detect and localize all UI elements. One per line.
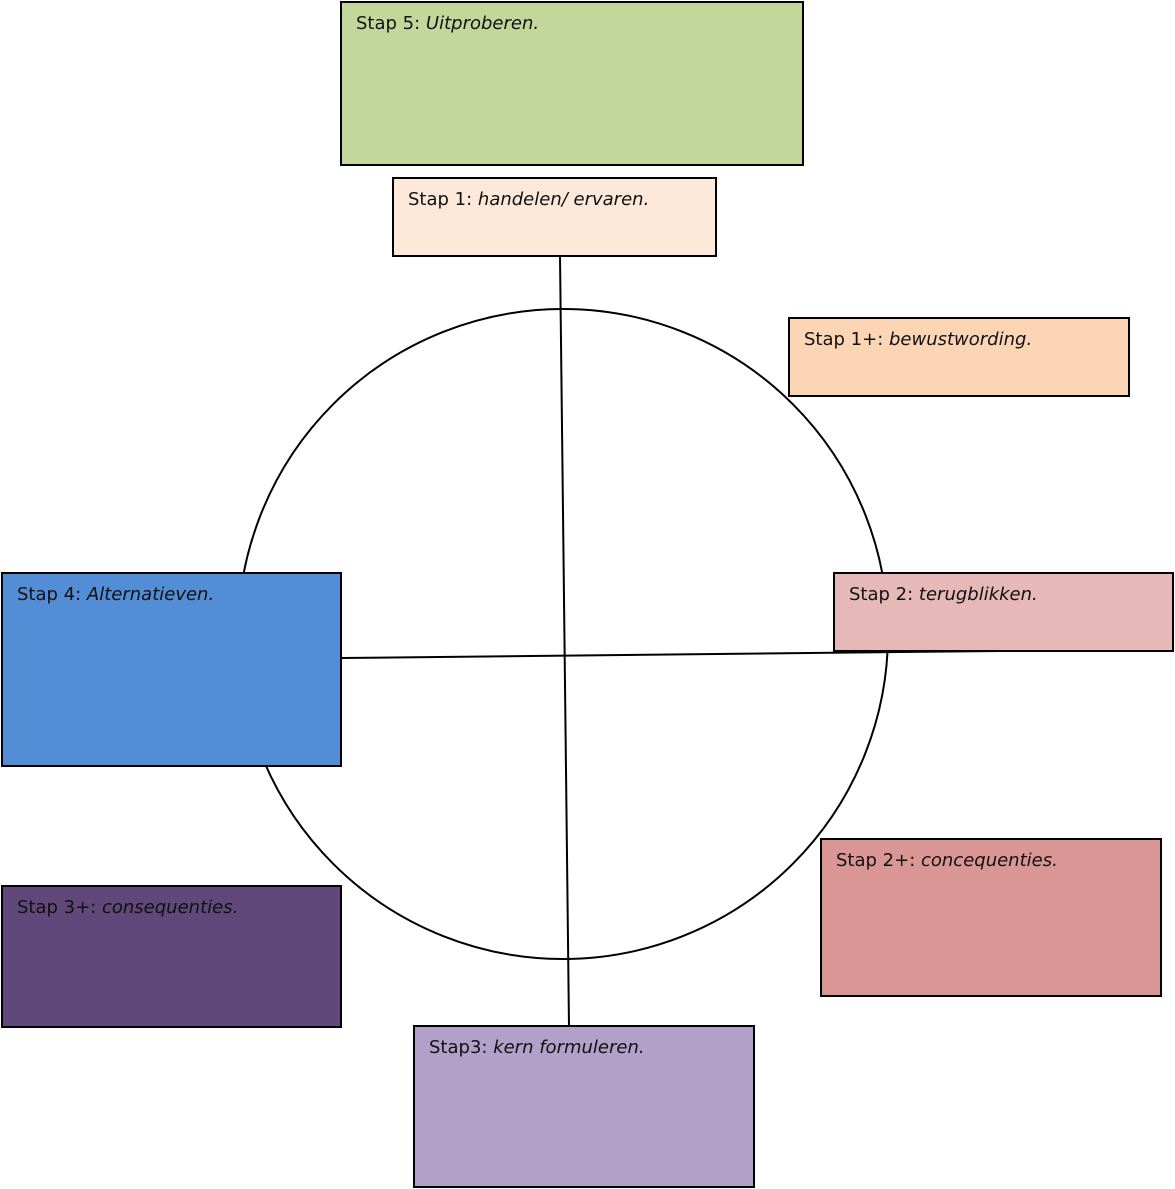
step-1-box: Stap 1: handelen/ ervaren. — [392, 177, 717, 257]
step-3-box: Stap3: kern formuleren. — [413, 1025, 755, 1188]
step-3-label: Stap3: — [429, 1037, 494, 1058]
step-4-description: Alternatieven. — [86, 584, 215, 605]
step-2-description: terugblikken. — [918, 584, 1038, 605]
step-2-plus-box: Stap 2+: concequenties. — [820, 838, 1162, 997]
step-4-label: Stap 4: — [17, 584, 87, 605]
step-1-plus-box: Stap 1+: bewustwording. — [788, 317, 1130, 397]
step-5-label: Stap 5: — [356, 13, 426, 34]
vertical-axis-line — [559, 255, 570, 1028]
step-5-box: Stap 5: Uitproberen. — [340, 1, 804, 166]
step-1-description: handelen/ ervaren. — [477, 189, 650, 210]
step-2-box: Stap 2: terugblikken. — [833, 572, 1174, 652]
step-4-box: Stap 4: Alternatieven. — [1, 572, 342, 767]
step-2-label: Stap 2: — [849, 584, 919, 605]
step-3-plus-description: consequenties. — [101, 897, 239, 918]
step-3-plus-label: Stap 3+: — [17, 897, 102, 918]
step-2-plus-label: Stap 2+: — [836, 850, 921, 871]
step-1-plus-description: bewustwording. — [888, 329, 1033, 350]
step-1-plus-label: Stap 1+: — [804, 329, 889, 350]
step-5-description: Uitproberen. — [425, 13, 540, 34]
horizontal-axis-line — [340, 650, 1001, 659]
step-2-plus-description: concequenties. — [920, 850, 1058, 871]
step-3-plus-box: Stap 3+: consequenties. — [1, 885, 342, 1028]
step-1-label: Stap 1: — [408, 189, 478, 210]
step-3-description: kern formuleren. — [493, 1037, 645, 1058]
